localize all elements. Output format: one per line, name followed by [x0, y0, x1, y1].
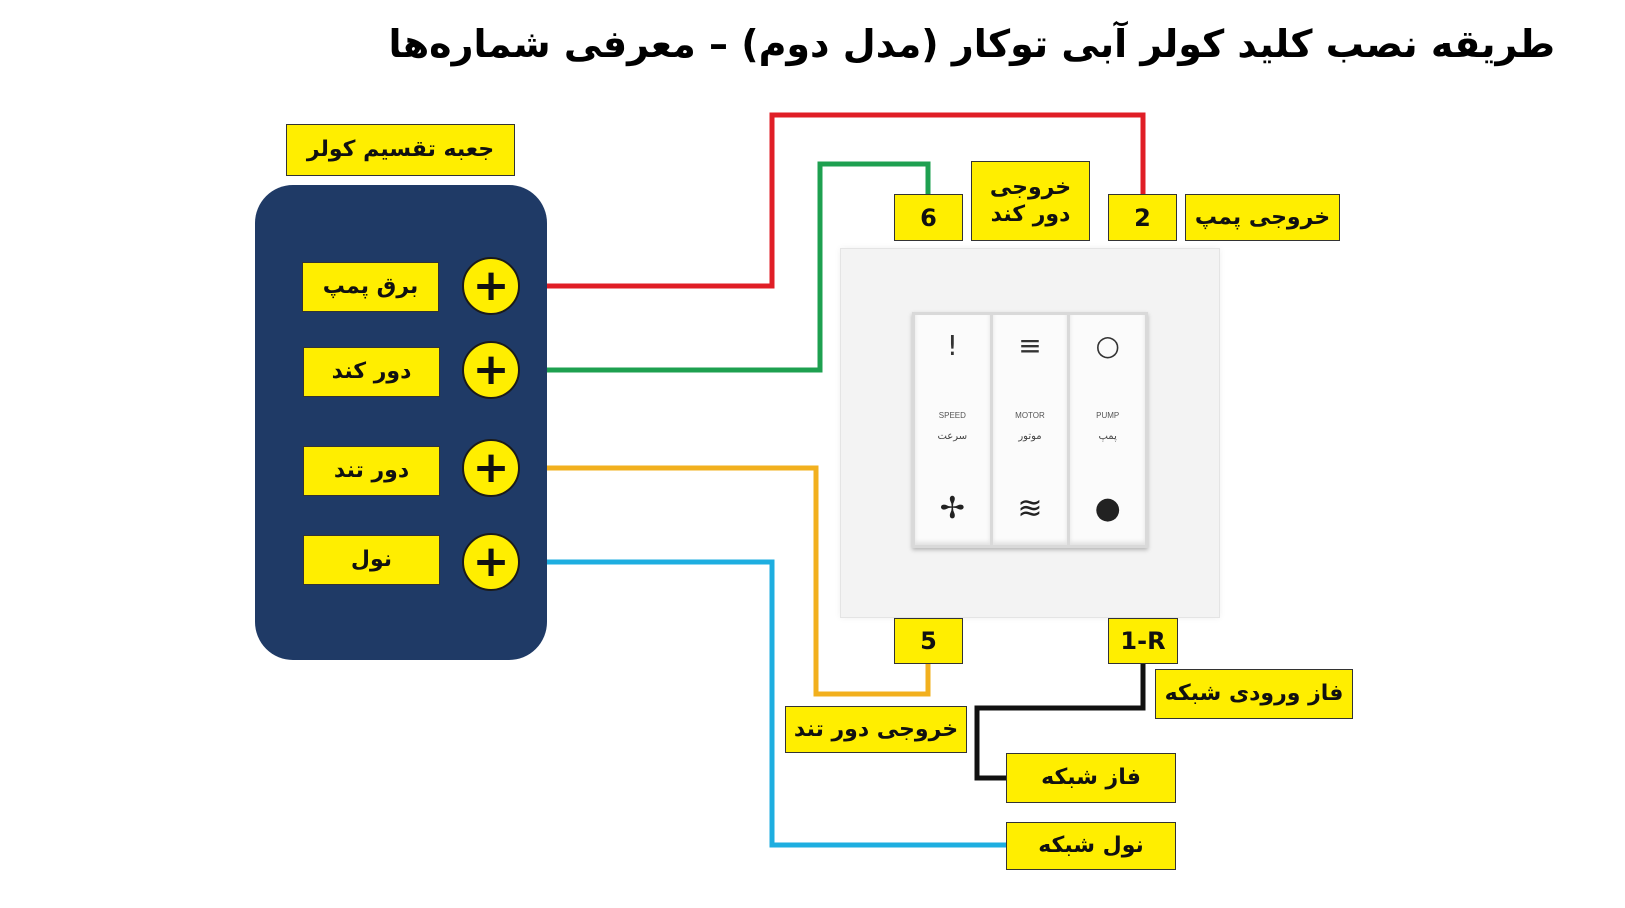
speed-key[interactable]: ! SPEED سرعت ✢: [915, 315, 990, 545]
label-output-slow-speed-line1: خروجی: [989, 174, 1072, 200]
speed-label-fa: سرعت: [937, 431, 968, 442]
pump-key[interactable]: ○ PUMP پمپ ●: [1070, 315, 1146, 545]
motor-label-en: MOTOR: [1015, 411, 1045, 420]
switch-terminal-2: 2: [1108, 194, 1177, 241]
fast-speed-wire: [532, 465, 931, 697]
speed-label-en: SPEED: [938, 411, 966, 420]
pump-wire: [532, 112, 1146, 289]
switch-terminal-6: 6: [894, 194, 963, 241]
water-drop-filled-icon: ●: [1094, 491, 1121, 526]
phase-wire: [974, 662, 1146, 781]
plus-icon: +: [462, 341, 520, 399]
waves-icon: ≋: [1017, 491, 1043, 526]
switch-terminal-1r: 1-R: [1108, 618, 1178, 664]
label-phase: فاز شبکه: [1006, 753, 1176, 803]
box-label: جعبه تقسیم کولر: [286, 124, 515, 176]
label-output-slow-speed: خروجی دور کند: [971, 161, 1090, 241]
motor-label-fa: موتور: [1018, 431, 1042, 442]
switch-terminal-5: 5: [894, 618, 963, 664]
cooler-distribution-box: [255, 185, 547, 660]
terminal-label-neutral: نول: [303, 535, 440, 585]
label-output-slow-speed-line2: دور کند: [990, 202, 1071, 227]
plus-icon: +: [462, 257, 520, 315]
slow-speed-wire: [532, 161, 931, 373]
page-title: طریقه نصب کلید کولر آبی توکار (مدل دوم) …: [388, 22, 1556, 66]
switch-keys: ! SPEED سرعت ✢ ≡ MOTOR موتور ≋ ○ PUMP پم…: [912, 312, 1148, 548]
water-drop-outline-icon: ○: [1095, 329, 1120, 362]
pump-label-fa: پمپ: [1098, 431, 1117, 442]
pump-label-en: PUMP: [1096, 411, 1120, 420]
label-neutral: نول شبکه: [1006, 822, 1176, 870]
neutral-wire: [532, 559, 1008, 848]
label-output-pump: خروجی پمپ: [1185, 194, 1340, 241]
plus-icon: +: [462, 533, 520, 591]
terminal-label-fast-speed: دور تند: [303, 446, 440, 496]
label-output-fast-speed: خروجی دور تند: [785, 706, 967, 753]
terminal-label-pump-power: برق پمپ: [302, 262, 439, 312]
motor-key[interactable]: ≡ MOTOR موتور ≋: [992, 315, 1068, 545]
menu-lines-icon: ≡: [1018, 329, 1042, 362]
label-phase-input: فاز ورودی شبکه: [1155, 669, 1353, 719]
fan-icon: ✢: [939, 491, 965, 526]
plus-icon: +: [462, 439, 520, 497]
speed-top-icon: !: [946, 329, 958, 362]
terminal-label-slow-speed: دور کند: [303, 347, 440, 397]
